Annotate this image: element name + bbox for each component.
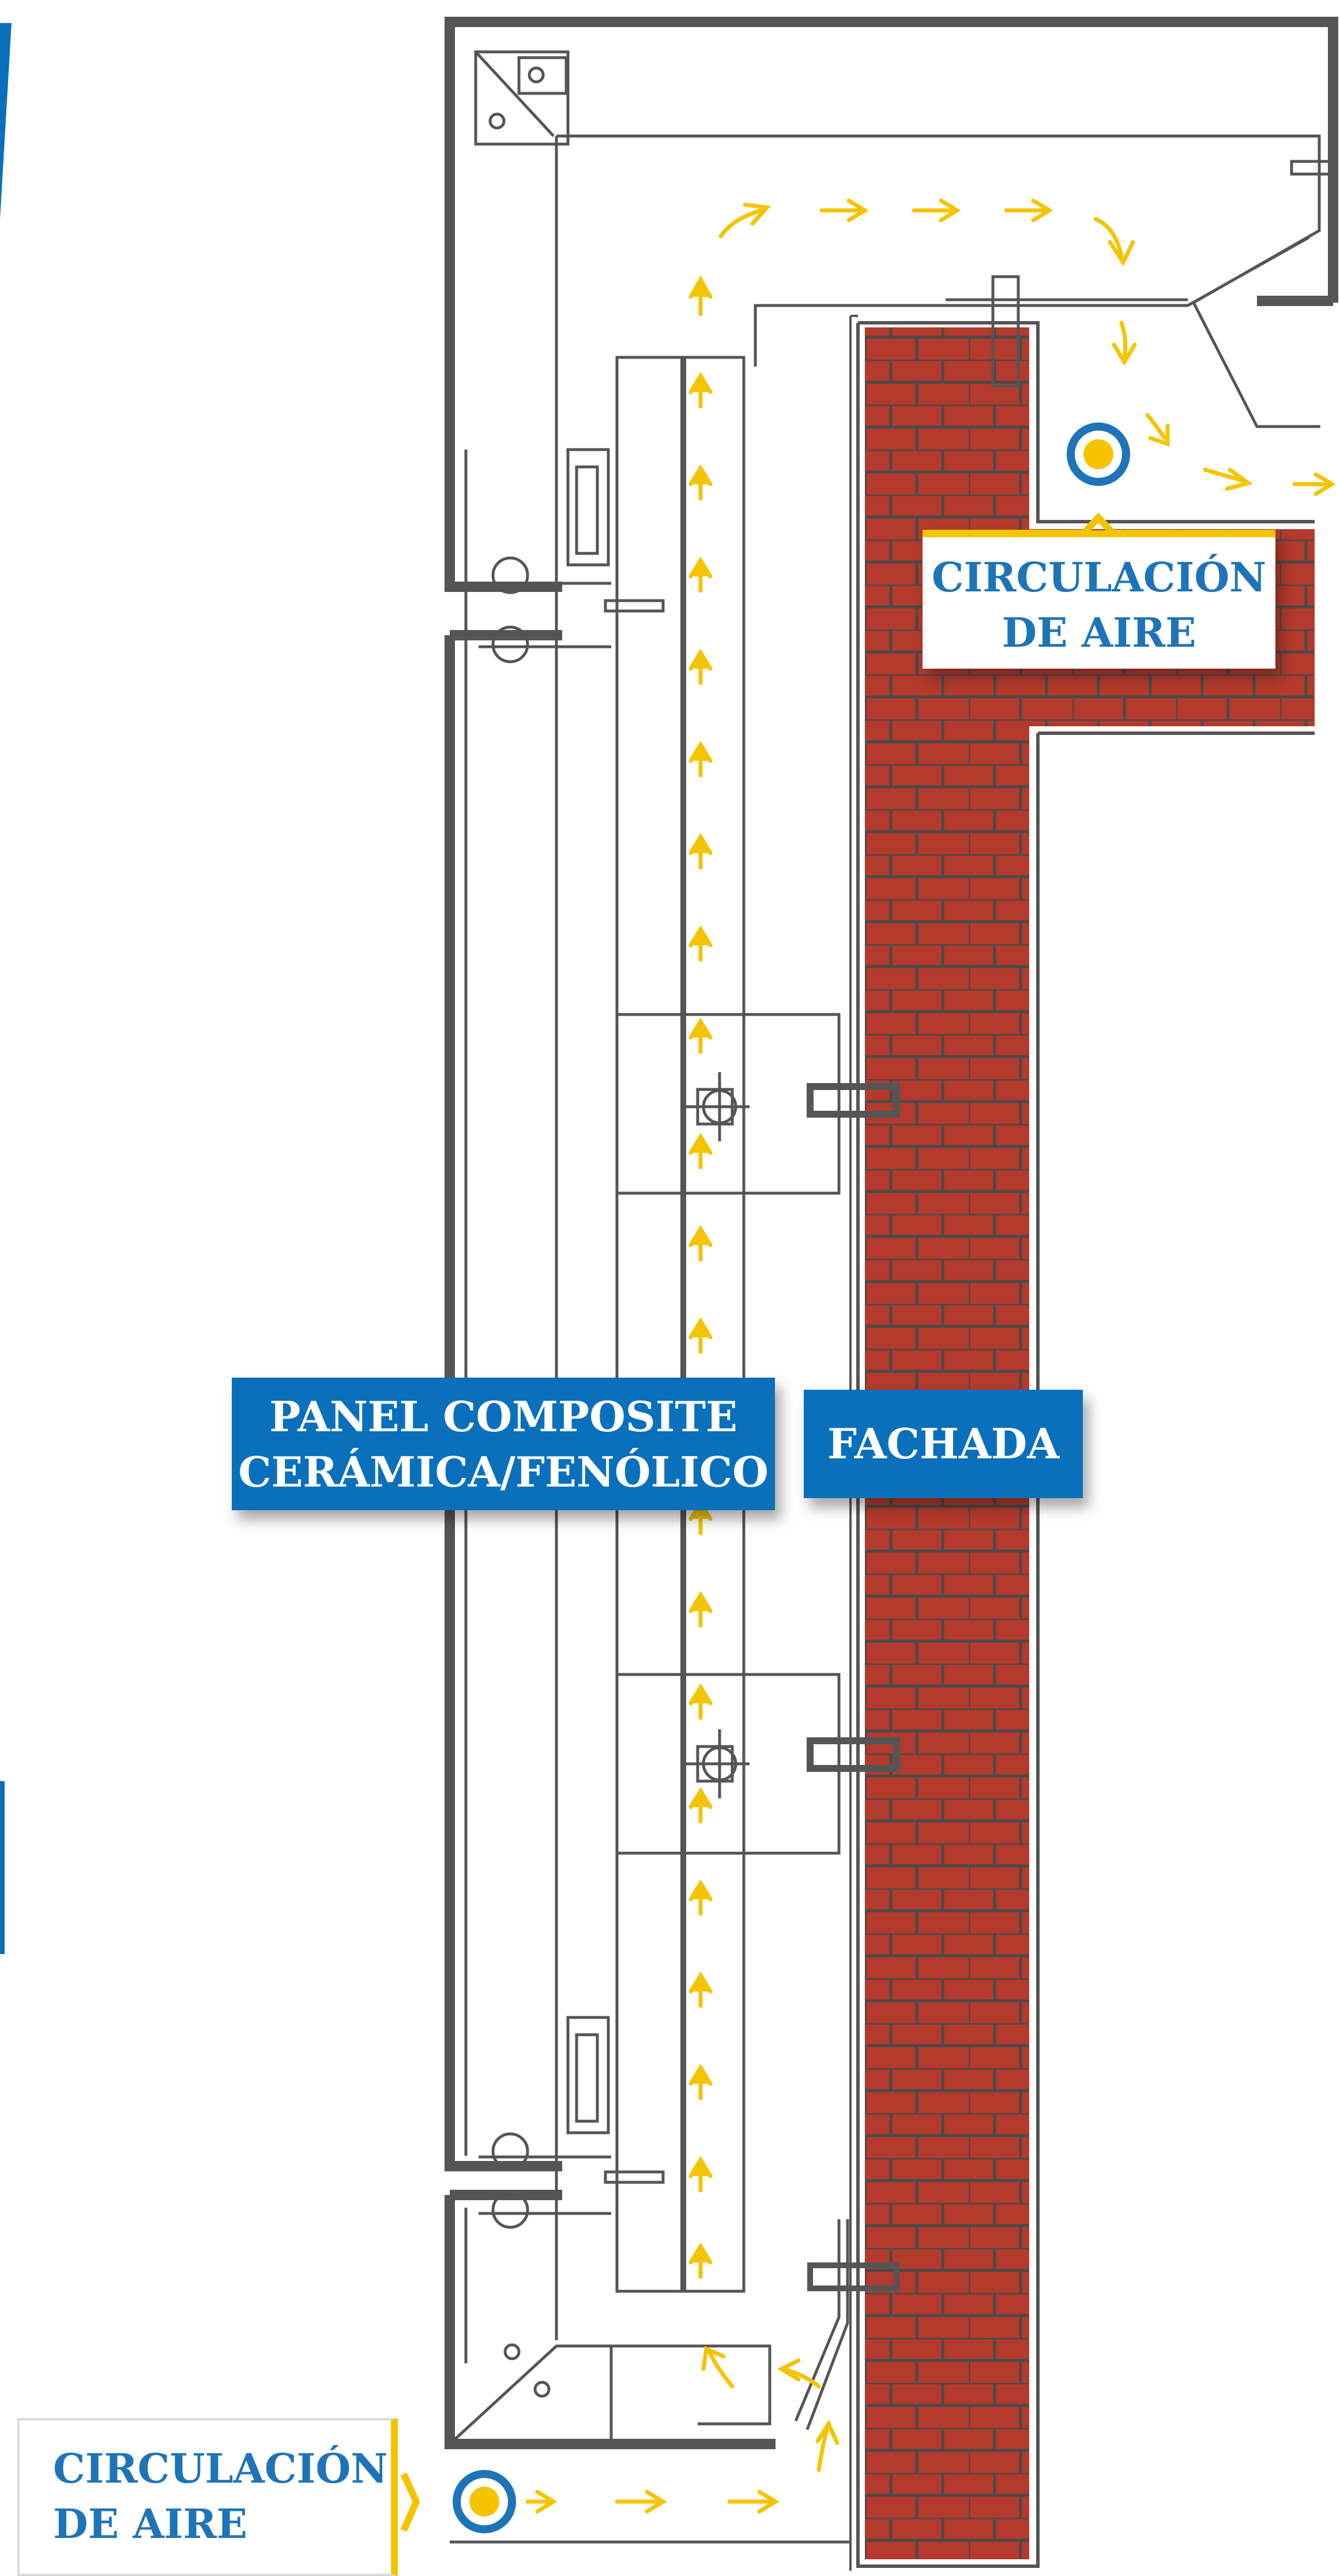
air-circulation-marker-icon [400,2470,516,2533]
panel-label-line2: CERÁMICA/FENÓLICO [238,1447,769,1496]
air-circulation-line1: CIRCULACIÓN [931,553,1267,601]
air-circulation-line1: CIRCULACIÓN [53,2445,388,2492]
air-circulation-callout-bottom: CIRCULACIÓN DE AIRE [17,2418,398,2576]
air-circulation-marker-icon [1067,423,1130,486]
air-circulation-line2: DE AIRE [53,2500,248,2548]
anchor-bracket-upper [615,1013,900,1195]
accent-bar [0,23,12,219]
accent-bar [0,1781,5,1954]
panel-rails [464,136,746,2363]
airflow-arrows [525,198,1336,2514]
air-circulation-callout-top: CIRCULACIÓN DE AIRE [923,530,1275,669]
panel-label-line1: PANEL COMPOSITE [269,1392,737,1441]
outer-frame [445,17,1338,2449]
airflow-arrow-icon [525,2345,840,2514]
airflow-arrow-icon [688,275,713,2279]
panel-label: PANEL COMPOSITE CERÁMICA/FENÓLICO [232,1378,775,1510]
air-circulation-line2: DE AIRE [1002,609,1196,657]
facade-label: FACHADA [804,1390,1083,1498]
top-return-detail [474,50,1334,428]
facade-label-text: FACHADA [827,1419,1060,1468]
anchor-bracket-lower [615,1673,900,1855]
airflow-arrow-icon [718,198,1336,496]
bottom-return-detail [449,2219,899,2544]
